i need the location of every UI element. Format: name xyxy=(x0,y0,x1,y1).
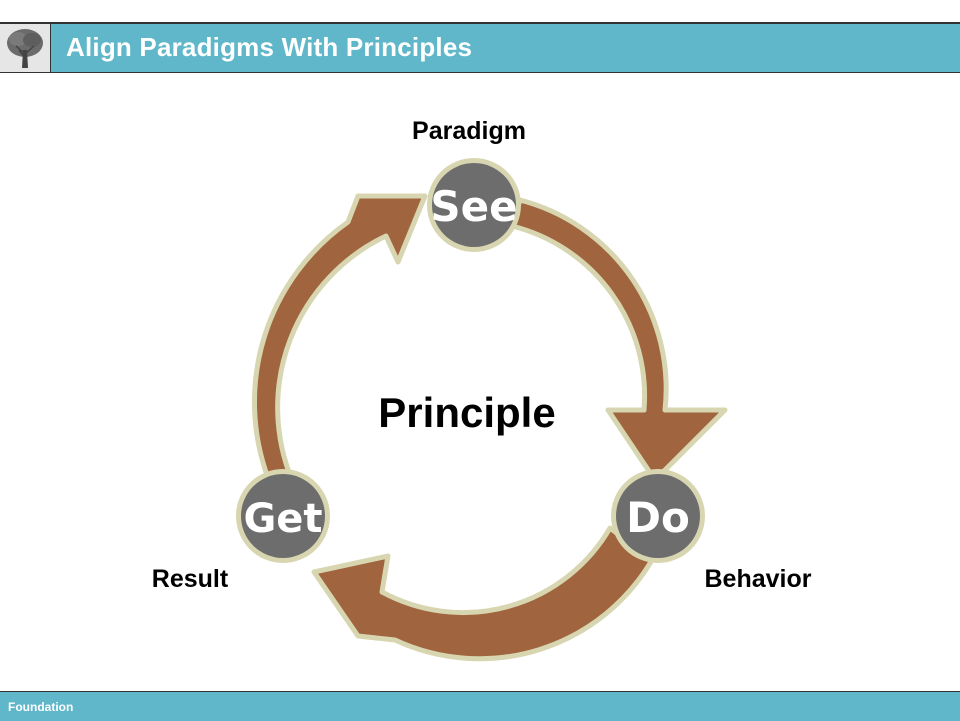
label-result: Result xyxy=(152,565,229,593)
header-top-rule xyxy=(0,22,960,24)
tree-icon xyxy=(0,24,51,72)
arrow-see-to-do xyxy=(509,197,728,483)
node-get: Get xyxy=(236,469,330,563)
footer-label: Foundation xyxy=(8,700,74,714)
page-title: Align Paradigms With Principles xyxy=(66,32,473,62)
node-do: Do xyxy=(611,469,705,563)
label-paradigm: Paradigm xyxy=(412,117,526,145)
node-do-text: Do xyxy=(626,493,690,542)
label-behavior: Behavior xyxy=(705,565,812,593)
footer-bar: Foundation xyxy=(0,691,960,721)
node-see-text: See xyxy=(430,182,517,231)
arrow-get-to-see xyxy=(252,193,428,483)
header-bar: Align Paradigms With Principles xyxy=(0,24,960,73)
node-get-text: Get xyxy=(243,496,322,542)
node-see: See xyxy=(427,158,521,252)
label-principle: Principle xyxy=(378,389,555,436)
arrow-do-to-get xyxy=(311,525,655,662)
